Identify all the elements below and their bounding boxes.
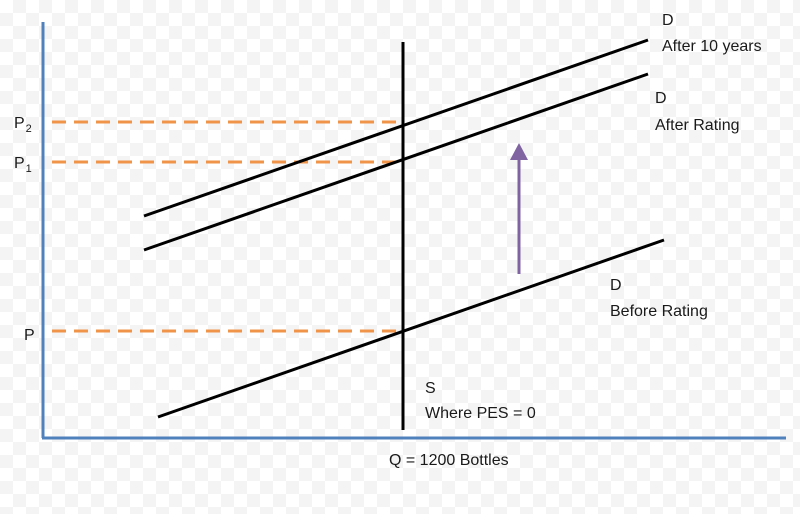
supply-desc: Where PES = 0	[425, 405, 536, 422]
quantity-label: Q = 1200 Bottles	[389, 452, 509, 469]
p1-label-main: P	[14, 155, 25, 172]
demand-after-10-years-desc: After 10 years	[662, 38, 762, 55]
shift-arrow-head	[510, 143, 528, 160]
demand-before-rating-line	[157, 238, 665, 419]
p1-label-sub: 1	[25, 163, 32, 175]
p1-label: P1	[14, 155, 32, 175]
demand-before-rating-title: D	[610, 277, 622, 294]
demand-after-rating-line	[143, 72, 649, 252]
demand-after-10-years-title: D	[662, 12, 674, 29]
demand-after-rating-desc: After Rating	[655, 117, 740, 134]
p2-label-sub: 2	[25, 123, 32, 135]
p-label: P	[24, 327, 35, 344]
demand-after-10-years-line	[143, 38, 649, 218]
demand-before-rating-desc: Before Rating	[610, 303, 708, 320]
p2-label: P2	[14, 115, 32, 135]
p2-label-main: P	[14, 115, 25, 132]
supply-title: S	[425, 380, 436, 397]
demand-after-rating-title: D	[655, 90, 667, 107]
